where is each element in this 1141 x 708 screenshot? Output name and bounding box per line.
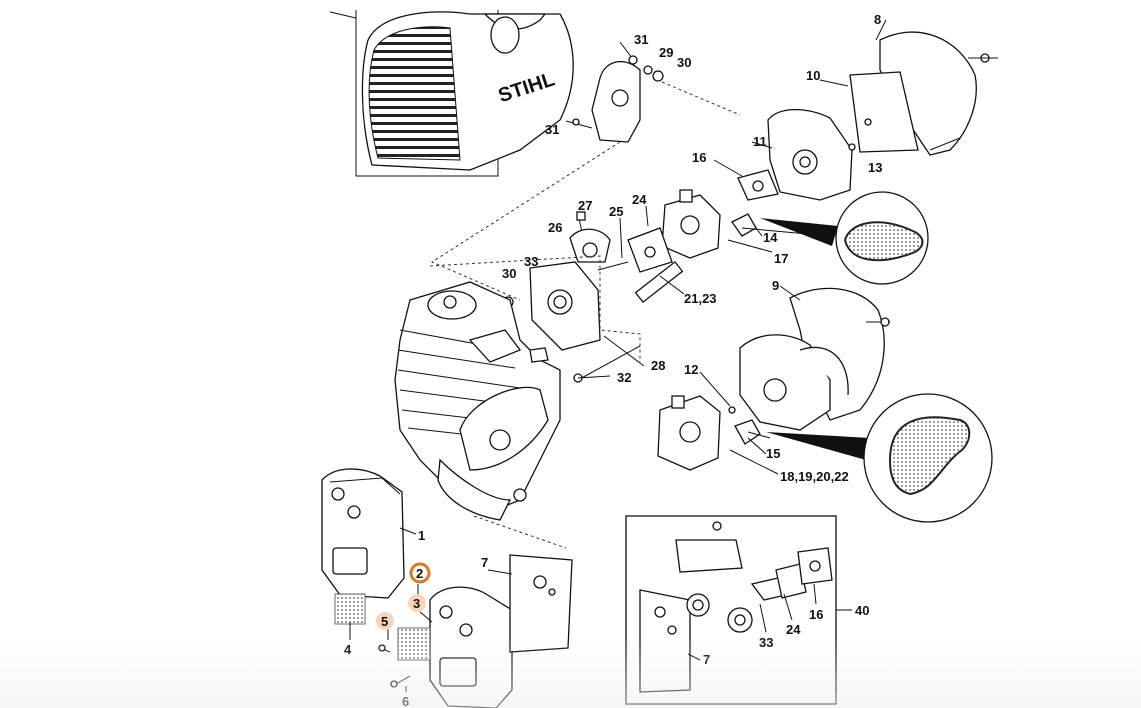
callout-29[interactable]: 29 <box>659 45 673 60</box>
callout-16-box[interactable]: 16 <box>809 607 823 622</box>
callout-16-top[interactable]: 16 <box>692 150 706 165</box>
air-filter-housing-upper <box>737 31 998 201</box>
callout-31-top[interactable]: 31 <box>634 32 648 47</box>
callout-13[interactable]: 13 <box>868 160 882 175</box>
valve-detail-bubble-lower <box>766 393 993 523</box>
carburetor-upper <box>627 189 831 304</box>
callout-24-box[interactable]: 24 <box>786 622 801 637</box>
active-part-marker[interactable] <box>409 562 431 584</box>
callout-3[interactable]: 3 <box>413 596 420 611</box>
callout-6[interactable]: 6 <box>402 694 409 708</box>
callout-14[interactable]: 14 <box>763 230 778 245</box>
callout-40[interactable]: 40 <box>855 603 869 618</box>
carburetor-lower <box>657 395 771 471</box>
callout-9[interactable]: 9 <box>772 278 779 293</box>
callout-8[interactable]: 8 <box>874 12 881 27</box>
callout-labels: 8 31 29 30 10 31 11 16 13 27 24 25 26 14… <box>344 12 882 708</box>
callout-17[interactable]: 17 <box>774 251 788 266</box>
callout-26[interactable]: 26 <box>548 220 562 235</box>
intake-manifold-group <box>430 41 741 301</box>
callout-18-19-20-22[interactable]: 18,19,20,22 <box>780 469 849 484</box>
callout-21-23[interactable]: 21,23 <box>684 291 717 306</box>
intake-flange-group <box>502 211 629 351</box>
callout-7-box[interactable]: 7 <box>703 652 710 667</box>
callout-10[interactable]: 10 <box>806 68 820 83</box>
callout-5[interactable]: 5 <box>381 614 388 629</box>
callout-33-mid[interactable]: 33 <box>524 254 538 269</box>
highlight-markers <box>376 562 431 630</box>
muffler-gaskets <box>473 515 573 653</box>
callout-30-mid[interactable]: 30 <box>502 266 516 281</box>
engine-cylinder <box>394 255 641 521</box>
callout-31-left[interactable]: 31 <box>545 122 559 137</box>
callout-25[interactable]: 25 <box>609 204 623 219</box>
engine-shroud-inset: STIHL <box>329 10 574 177</box>
callout-2[interactable]: 2 <box>416 566 423 581</box>
callout-30-top[interactable]: 30 <box>677 55 691 70</box>
callout-1[interactable]: 1 <box>418 528 425 543</box>
callout-11[interactable]: 11 <box>753 134 767 149</box>
air-filter-housing-lower <box>728 287 890 431</box>
callout-7-left[interactable]: 7 <box>481 555 488 570</box>
callout-32[interactable]: 32 <box>617 370 631 385</box>
callout-33-box[interactable]: 33 <box>759 635 773 650</box>
callout-28[interactable]: 28 <box>651 358 665 373</box>
callout-27[interactable]: 27 <box>578 198 592 213</box>
callout-4[interactable]: 4 <box>344 642 352 657</box>
callout-24-top[interactable]: 24 <box>632 192 647 207</box>
callout-12[interactable]: 12 <box>684 362 698 377</box>
valve-detail-bubble-upper <box>760 191 929 285</box>
callout-15[interactable]: 15 <box>766 446 780 461</box>
